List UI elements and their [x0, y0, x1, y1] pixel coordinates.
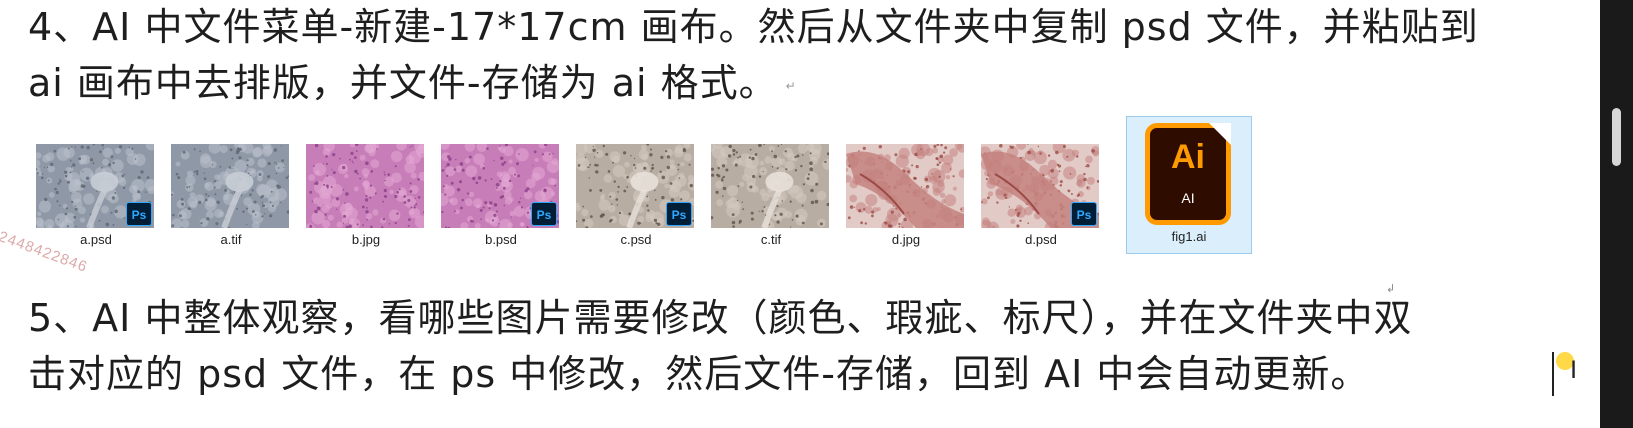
file-name: b.jpg	[351, 232, 381, 247]
layout-mark-icon: ↲	[1386, 282, 1396, 295]
text-caret	[1552, 352, 1554, 396]
file-thumbnail: Ps	[36, 144, 154, 228]
photoshop-icon: Ps	[531, 202, 557, 226]
file-item[interactable]: Ps a.psd	[36, 120, 156, 252]
step5-line1-text: 5、AI 中整体观察，看哪些图片需要修改（颜色、瑕疵、标尺），并在文件夹中双	[28, 296, 1413, 340]
file-item[interactable]: d.jpg	[846, 120, 966, 252]
file-name: fig1.ai	[1171, 229, 1207, 244]
step4-text-line1: 4、AI 中文件菜单-新建-17*17cm 画布。然后从文件夹中复制 psd 文…	[28, 3, 1479, 51]
pointer-highlight	[1556, 352, 1574, 370]
step5-text-line2: 击对应的 psd 文件，在 ps 中修改，然后文件-存储，回到 AI 中会自动更…	[28, 350, 1369, 398]
file-thumbnail	[171, 144, 289, 228]
ai-icon-sublabel: AI	[1181, 190, 1195, 206]
file-name: d.psd	[1025, 232, 1057, 247]
file-name: c.tif	[760, 232, 782, 247]
scrollbar-thumb[interactable]	[1612, 108, 1621, 166]
photoshop-icon: Ps	[666, 202, 692, 226]
paragraph-mark-icon: ↵	[785, 78, 797, 93]
file-name: b.psd	[485, 232, 517, 247]
document-page: 4、AI 中文件菜单-新建-17*17cm 画布。然后从文件夹中复制 psd 文…	[0, 3, 1578, 398]
file-item[interactable]: b.jpg	[306, 120, 426, 252]
ai-file-item[interactable]: Ai AI fig1.ai	[1126, 116, 1252, 254]
illustrator-icon: Ai AI	[1145, 123, 1231, 225]
file-item[interactable]: Ps c.psd	[576, 120, 696, 252]
file-thumbnail: Ps	[981, 144, 1099, 228]
photoshop-icon: Ps	[126, 202, 152, 226]
file-thumbnail: Ps	[576, 144, 694, 228]
step5-text-line1: 5、AI 中整体观察，看哪些图片需要修改（颜色、瑕疵、标尺），并在文件夹中双	[28, 294, 1412, 342]
file-item[interactable]: a.tif	[171, 120, 291, 252]
step4-line1-text: 4、AI 中文件菜单-新建-17*17cm 画布。然后从文件夹中复制 psd 文…	[28, 5, 1479, 49]
file-name: a.tif	[220, 232, 242, 247]
ibeam-cursor-icon: I	[1570, 356, 1578, 384]
file-thumbnail	[711, 144, 829, 228]
file-thumbnail	[306, 144, 424, 228]
file-thumbnail: Ps	[441, 144, 559, 228]
file-item[interactable]: Ps b.psd	[441, 120, 561, 252]
step4-line2-text: ai 画布中去排版，并文件-存储为 ai 格式。	[28, 61, 778, 105]
file-name: d.jpg	[891, 232, 921, 247]
file-name: a.psd	[80, 232, 112, 247]
step5-line2-text: 击对应的 psd 文件，在 ps 中修改，然后文件-存储，回到 AI 中会自动更…	[28, 352, 1370, 396]
ai-icon-label: Ai	[1171, 138, 1205, 176]
file-name: c.psd	[620, 232, 652, 247]
step4-text-line2: ai 画布中去排版，并文件-存储为 ai 格式。 ↵	[28, 59, 797, 110]
file-item[interactable]: Ps d.psd	[981, 120, 1101, 252]
photoshop-icon: Ps	[1071, 202, 1097, 226]
file-item[interactable]: c.tif	[711, 120, 831, 252]
file-thumbnail	[846, 144, 964, 228]
vertical-scrollbar[interactable]	[1600, 0, 1633, 428]
